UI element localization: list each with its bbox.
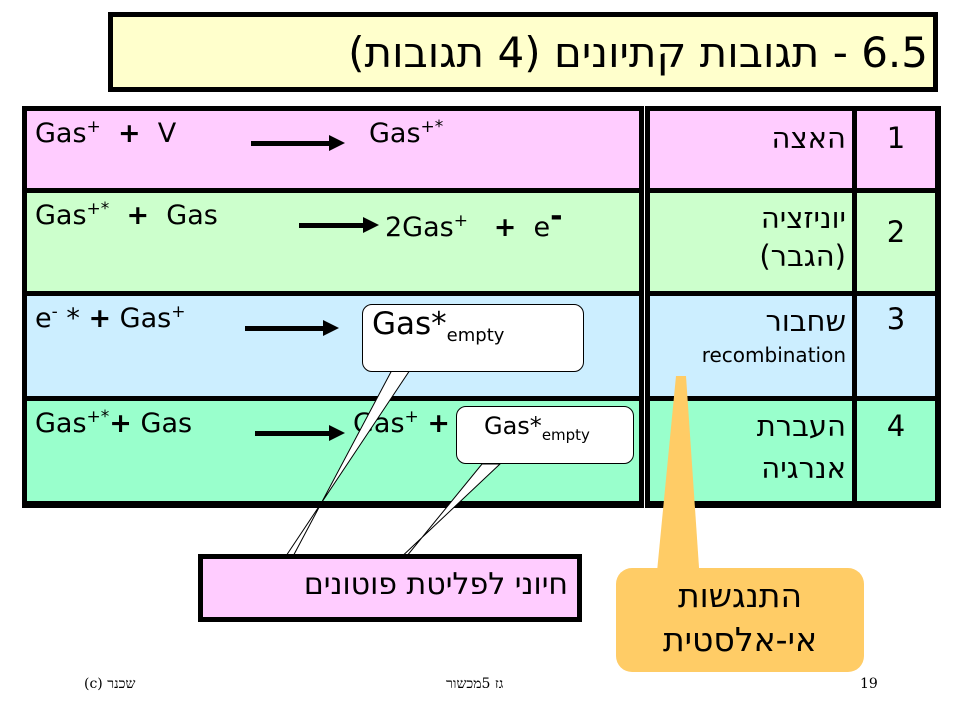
inelastic-tail: [656, 376, 700, 582]
process-number-2: 2: [857, 193, 935, 291]
callout-2-tail: [394, 463, 502, 563]
excited-star: *: [66, 303, 80, 334]
reaction-1-product: Gas+*: [369, 117, 443, 149]
process-number: 2: [886, 215, 906, 249]
footer-copyright: (c) שכנר: [84, 676, 136, 692]
reactant: Gas: [119, 303, 172, 334]
reactant: V: [157, 118, 177, 149]
excited-subscript: empty: [541, 425, 590, 444]
process-number: 4: [886, 409, 906, 443]
reaction-3-text: e- * + Gas+: [35, 302, 185, 334]
charge: +*: [420, 117, 444, 137]
footer-page-number: 19: [860, 676, 878, 692]
process-number: 1: [886, 121, 906, 155]
reaction-arrow: [255, 425, 345, 441]
photon-emission-frame: [198, 554, 582, 622]
photon-emission-label: חיוני לפליטת פוטונים: [303, 567, 568, 602]
process-label-sub: אנרגיה: [761, 451, 846, 485]
reaction-2-text: Gas+* + Gas: [35, 199, 218, 231]
charge: +: [171, 302, 186, 322]
process-number: 3: [886, 302, 906, 336]
reaction-4-text: Gas+*+ Gas: [35, 407, 192, 439]
process-label: העברת: [756, 409, 846, 443]
charge: +: [86, 117, 101, 137]
reactant: Gas: [35, 118, 87, 149]
reaction-2-product: 2Gas+ + e-: [385, 199, 563, 243]
footer-course: גז 5מכשור: [446, 676, 504, 692]
plus-sign: +: [109, 408, 132, 439]
excited-gas: Gas*: [372, 306, 447, 342]
charge: +*: [86, 407, 110, 427]
callout-excited-1: [362, 304, 584, 372]
reaction-1-text: Gas+ + V: [35, 117, 176, 149]
reactions-table: Gas+ + V Gas+* Gas+* + Gas 2Gas+ + e- e-…: [22, 106, 644, 508]
process-number-3: 3: [857, 296, 935, 396]
charge: +: [404, 407, 419, 427]
reaction-arrow: [299, 217, 379, 233]
callout-excited-2: [456, 406, 634, 464]
reactant: e: [35, 303, 52, 334]
electron: e: [533, 212, 551, 243]
reactant: Gas: [35, 408, 87, 439]
inelastic-line-1: התנגשות: [677, 576, 803, 615]
reaction-arrow: [251, 135, 345, 151]
process-number-1: 1: [857, 111, 935, 188]
inelastic-line-2: אי-אלסטית: [662, 620, 818, 659]
excited-subscript: empty: [446, 325, 505, 347]
charge: +: [453, 211, 468, 231]
reaction-row-1: Gas+ + V Gas+*: [27, 111, 639, 188]
reactant: Gas: [35, 200, 87, 231]
plus-sign: +: [117, 118, 141, 149]
reaction-row-2: Gas+* + Gas 2Gas+ + e-: [27, 193, 639, 291]
charge: +*: [86, 199, 110, 219]
process-name-1: האצה: [650, 111, 852, 188]
plus-sign: +: [126, 200, 150, 231]
excited-gas: Gas*: [484, 412, 542, 440]
title-frame: [108, 12, 938, 92]
process-label: יוניזציה: [760, 201, 846, 235]
slide-title: 6.5 - תגובות קתיונים (4 תגובות): [348, 28, 928, 77]
reaction-4-product: Gas+ +: [353, 407, 450, 439]
reactant: Gas: [166, 200, 218, 231]
inelastic-collision-callout: [616, 568, 864, 672]
process-label: שחבור: [765, 304, 846, 338]
reactant: Gas: [140, 408, 193, 439]
process-number-4: 4: [857, 401, 935, 501]
plus-sign: +: [88, 303, 112, 334]
plus-sign: +: [427, 408, 451, 439]
callout-2-text: Gas*empty: [484, 412, 590, 444]
process-label: האצה: [771, 121, 846, 155]
charge: -: [51, 302, 58, 322]
process-label-sub: (הגבר): [759, 239, 846, 273]
reaction-arrow: [245, 320, 339, 336]
callout-1-tail: [281, 369, 411, 563]
product: 2Gas: [385, 212, 454, 243]
process-name-2: יוניזציה (הגבר): [650, 193, 852, 291]
process-label-sub: recombination: [701, 343, 846, 367]
charge: -: [550, 199, 563, 234]
product: Gas: [369, 118, 421, 149]
callout-1-text: Gas*empty: [372, 306, 504, 346]
plus-sign: +: [493, 212, 517, 243]
